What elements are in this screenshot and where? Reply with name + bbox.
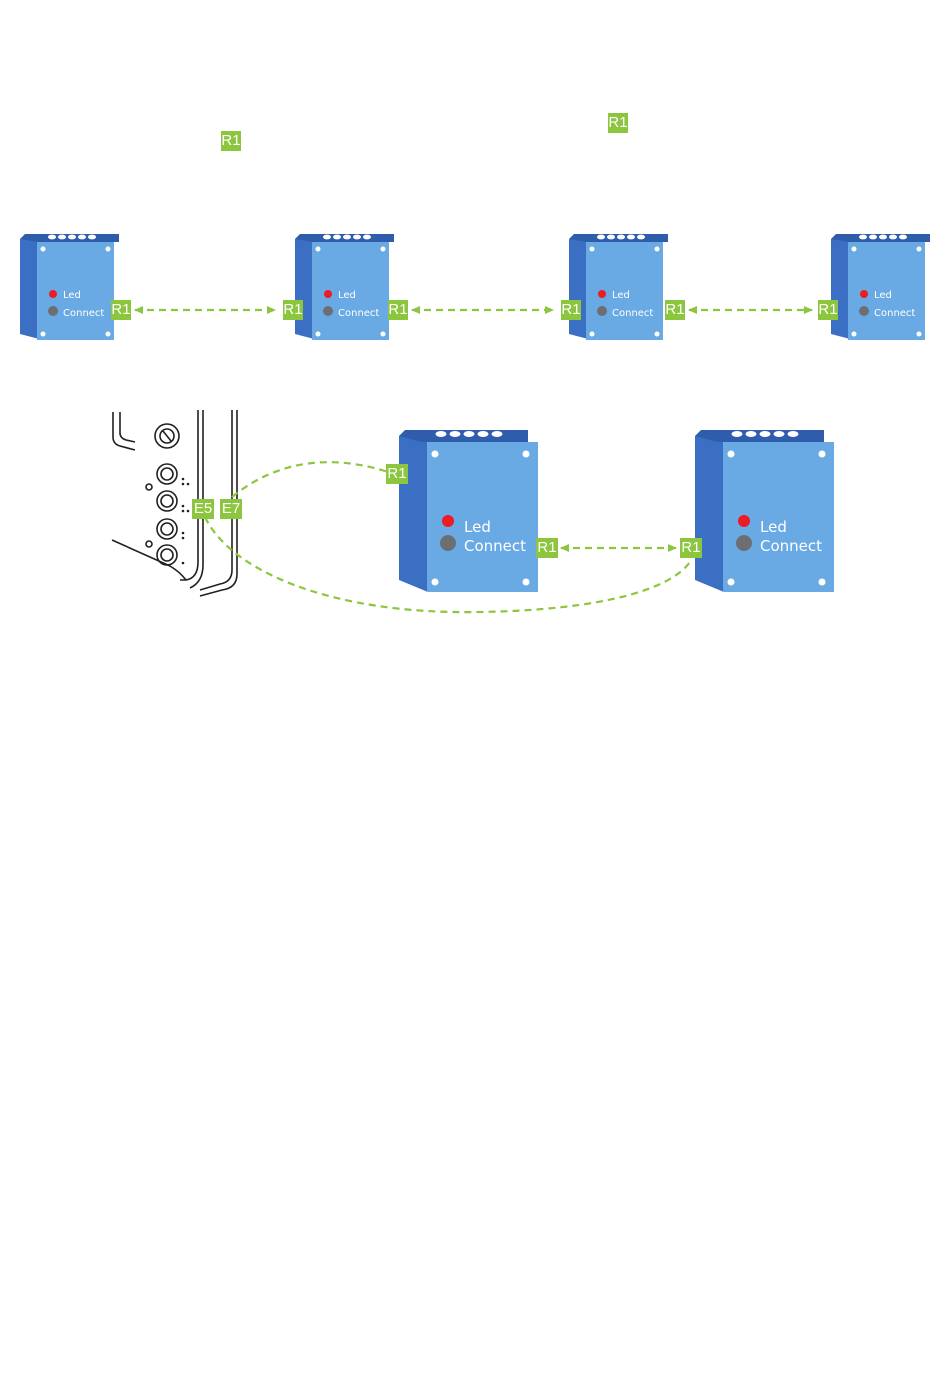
- connect-label: Connect: [874, 308, 915, 319]
- tag-r1-row1-u2-left: R1: [283, 300, 303, 320]
- tag-r1-row2-u1-right: R1: [536, 538, 558, 558]
- connect-label: Connect: [63, 308, 104, 319]
- panel-dots: [182, 478, 190, 565]
- control-panel: [112, 410, 237, 596]
- legend-tag-r1: R1: [221, 131, 241, 151]
- tag-r1-row1-u1-right: R1: [111, 300, 131, 320]
- connect-label: Connect: [760, 537, 822, 555]
- legend-tag-r1: R1: [608, 113, 628, 133]
- tag-e7: E7: [220, 499, 242, 519]
- tag-r1-row1-u4-left: R1: [818, 300, 838, 320]
- device-row1-3: Led Connect: [569, 234, 668, 340]
- device-row2-2: Led Connect: [695, 430, 834, 592]
- cable-e7-to-r1: [232, 462, 388, 497]
- led-label: Led: [760, 518, 787, 536]
- connect-label: Connect: [612, 308, 653, 319]
- connect-label: Connect: [338, 308, 379, 319]
- tag-r1-row1-u2-right: R1: [388, 300, 408, 320]
- led-label: Led: [612, 290, 630, 301]
- led-label: Led: [63, 290, 81, 301]
- device-row1-1: Led Connect: [20, 234, 119, 340]
- tag-r1-row2-u1-left: R1: [386, 464, 408, 484]
- device-row1-2: Led Connect: [295, 234, 394, 340]
- tag-r1-row2-u2-left: R1: [680, 538, 702, 558]
- led-label: Led: [338, 290, 356, 301]
- device-row1-4: Led Connect: [831, 234, 930, 340]
- device-row2-1: Led Connect: [399, 430, 538, 592]
- led-label: Led: [874, 290, 892, 301]
- led-label: Led: [464, 518, 491, 536]
- connect-label: Connect: [464, 537, 526, 555]
- tag-r1-row1-u3-left: R1: [561, 300, 581, 320]
- tag-r1-row1-u3-right: R1: [665, 300, 685, 320]
- tag-e5: E5: [192, 499, 214, 519]
